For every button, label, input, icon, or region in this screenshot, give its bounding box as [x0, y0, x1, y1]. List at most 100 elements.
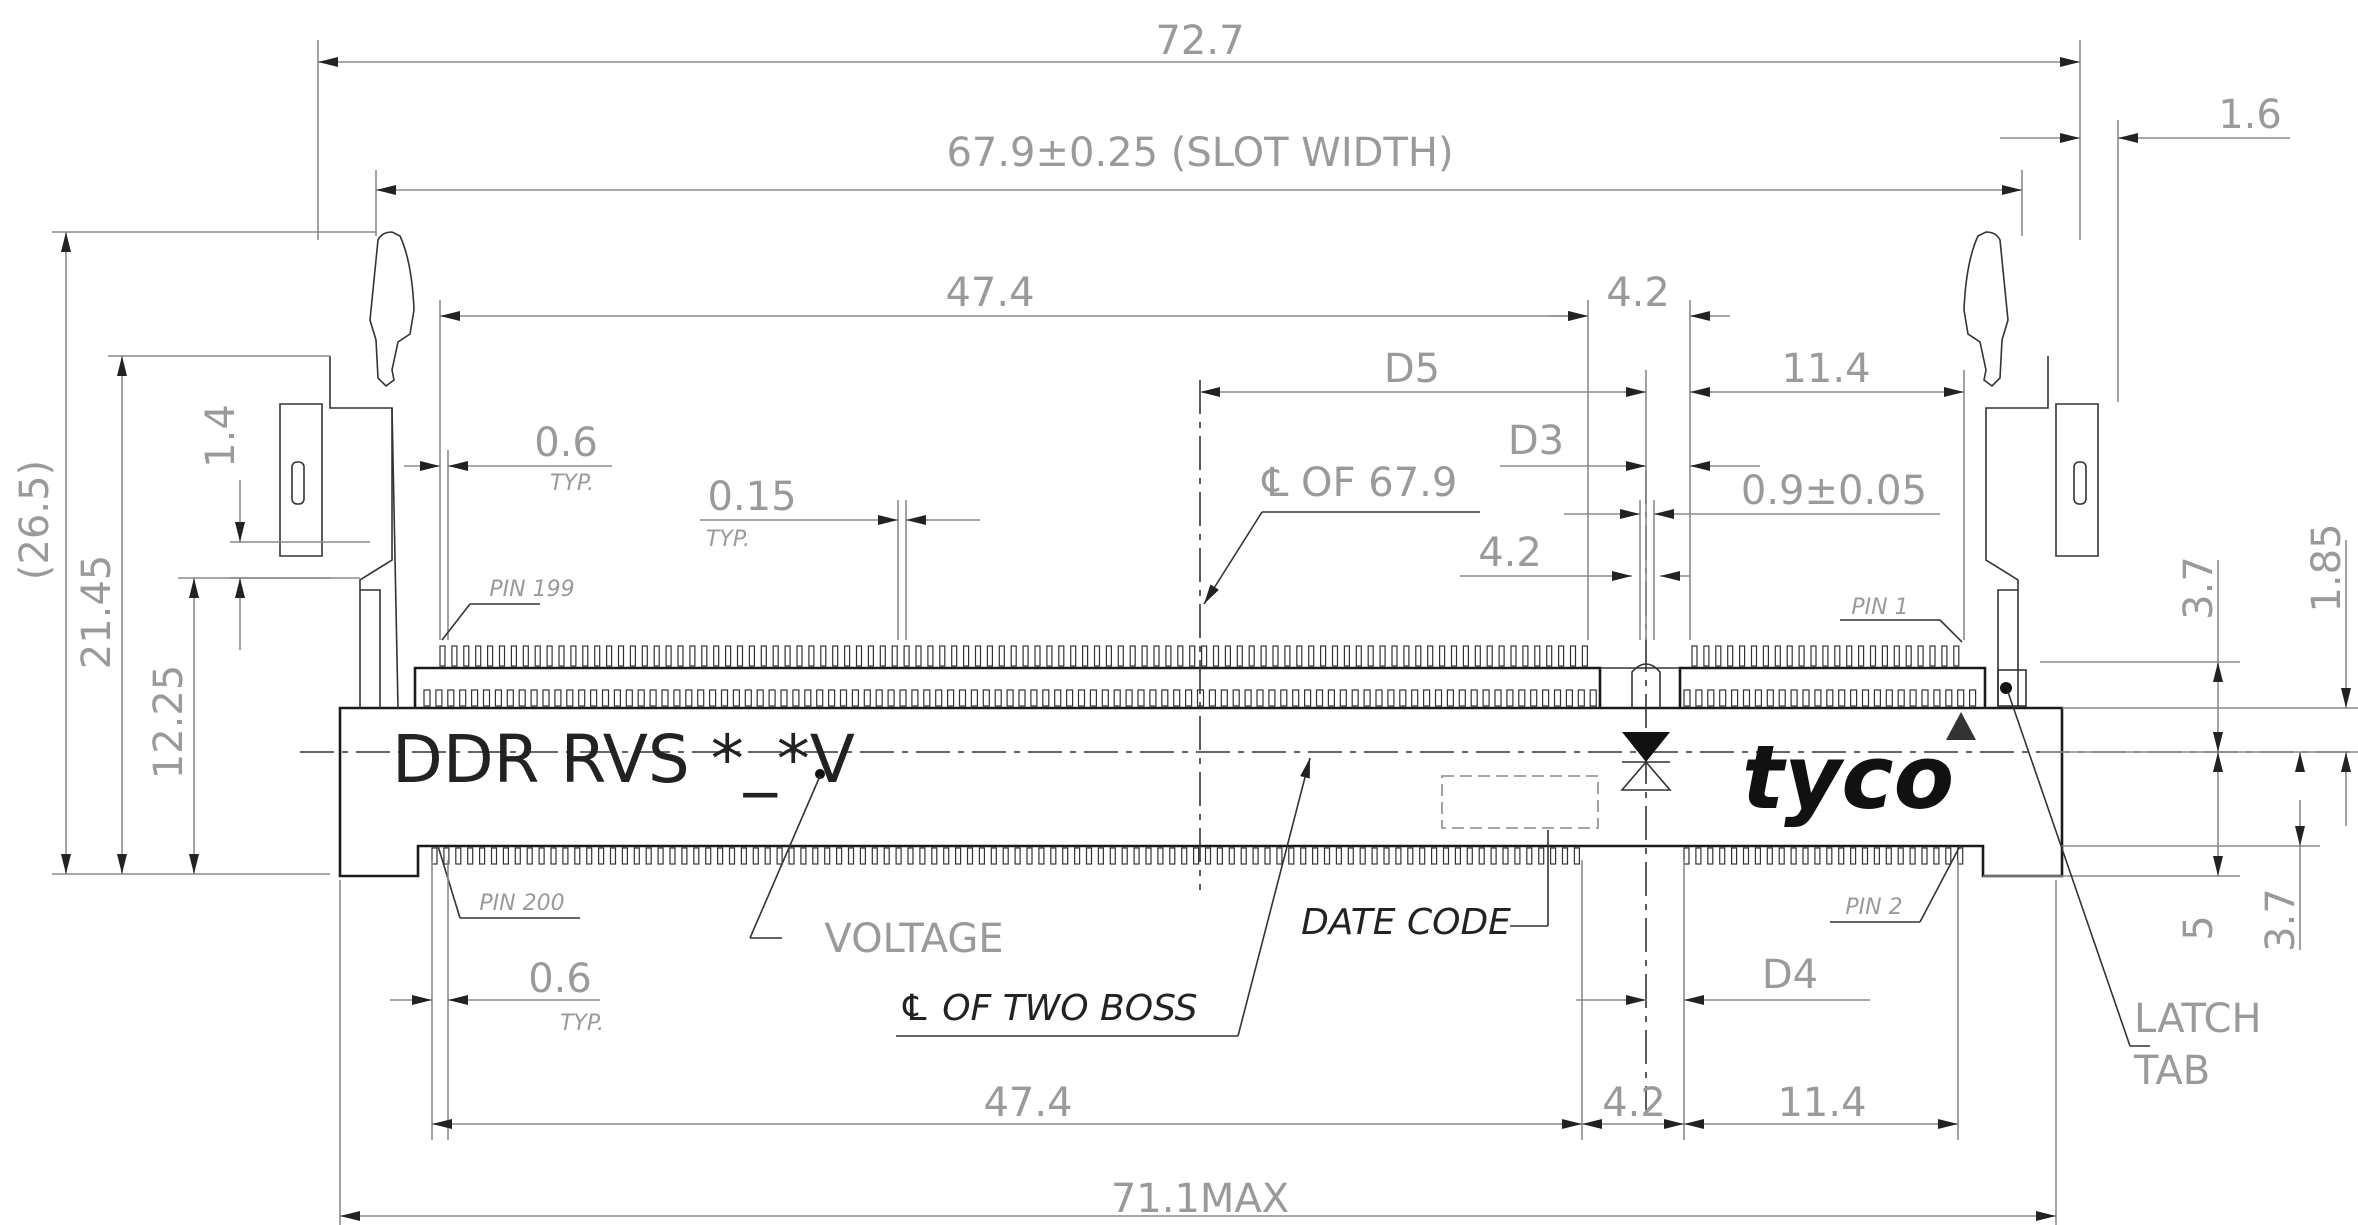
- pin: [1917, 645, 1924, 667]
- pin: [423, 689, 431, 707]
- pin: [760, 645, 767, 667]
- pin: [772, 645, 779, 667]
- dim-top-pin-span-text: 47.4: [945, 270, 1034, 316]
- pin: [1798, 645, 1805, 667]
- dim-d3-text: D3: [1508, 418, 1564, 464]
- pin: [994, 689, 1002, 707]
- pin: [1933, 847, 1940, 865]
- pin: [1945, 689, 1953, 707]
- pin: [1311, 847, 1319, 865]
- pin: [835, 847, 843, 865]
- pin: [1683, 847, 1690, 865]
- pin: [927, 645, 934, 667]
- pin: [467, 847, 474, 865]
- dim-height-12-25-text: 12.25: [146, 665, 192, 780]
- pin: [1450, 645, 1458, 667]
- pin: [879, 645, 886, 667]
- pin: [1538, 847, 1545, 865]
- pin: [923, 689, 931, 707]
- pin: [1822, 645, 1829, 667]
- pin-row-top-inner: [423, 689, 1977, 707]
- dim-bottom-pin-span-text: 47.4: [983, 1080, 1072, 1126]
- pin: [1161, 689, 1169, 707]
- pin: [958, 689, 967, 707]
- pin: [1893, 645, 1900, 667]
- pin: [439, 645, 446, 667]
- pin: [1577, 689, 1585, 707]
- pin: [1730, 847, 1738, 865]
- pin: [1331, 645, 1339, 667]
- dim-right-bottom-span-text: 11.4: [1777, 1080, 1866, 1126]
- pin: [1778, 847, 1785, 865]
- pin: [978, 847, 986, 865]
- pin: [1411, 689, 1419, 707]
- pin: [1953, 645, 1960, 667]
- pin: [1165, 645, 1172, 667]
- pin: [728, 847, 736, 865]
- pin: [1774, 645, 1781, 667]
- centerline-boss-label: ℄ OF TWO BOSS: [898, 988, 1197, 1029]
- pin: [788, 847, 795, 865]
- pin: [443, 847, 450, 865]
- pin: [542, 689, 550, 707]
- pin: [1264, 847, 1271, 865]
- pin: [1565, 689, 1574, 707]
- dim-height-21-45-text: 21.45: [74, 555, 120, 670]
- pin: [986, 645, 994, 667]
- dim-key-4-2-mid-text: 4.2: [1478, 530, 1542, 576]
- pin: [1494, 689, 1502, 707]
- date-code-label: DATE CODE: [1301, 902, 1511, 943]
- pin: [1846, 645, 1853, 667]
- pin: [589, 689, 598, 707]
- pin: [1232, 689, 1240, 707]
- pin: [1038, 847, 1045, 865]
- pin: [1430, 847, 1438, 865]
- pin: [617, 645, 625, 667]
- pin: [780, 689, 788, 707]
- pin: [1478, 847, 1485, 865]
- pin: [1141, 645, 1148, 667]
- pin: [1897, 847, 1904, 865]
- pin: [1204, 847, 1212, 865]
- tyco-logo: tyco: [1742, 726, 1954, 829]
- pin: [1849, 847, 1857, 865]
- pin: [1280, 689, 1288, 707]
- pin: [1117, 645, 1124, 667]
- pin: [1149, 689, 1157, 707]
- pin: [1256, 689, 1264, 707]
- pin: [1387, 689, 1395, 707]
- pin: [812, 847, 819, 865]
- pin: [1738, 645, 1746, 667]
- dim-overall-height: [52, 231, 376, 875]
- pin: [1105, 645, 1113, 667]
- pin: [1288, 847, 1295, 865]
- pin: [1510, 645, 1517, 667]
- pin: [1065, 689, 1074, 707]
- pin: [1073, 847, 1081, 865]
- dim-latch-offset-text: 1.6: [2218, 92, 2282, 138]
- pin: [1857, 645, 1865, 667]
- pin: [1458, 689, 1466, 707]
- pin: [1070, 645, 1077, 667]
- pin: [1786, 645, 1793, 667]
- pin: [562, 847, 569, 865]
- pin: [1814, 689, 1822, 707]
- pin: [736, 645, 744, 667]
- pin: [1945, 847, 1952, 865]
- pin: [701, 645, 708, 667]
- pin: [1121, 847, 1128, 865]
- dim-pin-width: [700, 500, 980, 640]
- pin: [1968, 689, 1977, 707]
- pin: [907, 847, 914, 865]
- pin: [962, 645, 970, 667]
- typ-pin-text: TYP.: [706, 527, 750, 552]
- dim-max-width-text: 71.1MAX: [1111, 1176, 1289, 1222]
- pin: [1415, 645, 1422, 667]
- pin: [475, 645, 482, 667]
- pin: [597, 847, 605, 865]
- pin: [1347, 847, 1354, 865]
- pin: [490, 847, 498, 865]
- latch-tab-label-2: TAB: [2133, 1048, 2210, 1094]
- pin: [1173, 689, 1181, 707]
- pin: [1909, 847, 1916, 865]
